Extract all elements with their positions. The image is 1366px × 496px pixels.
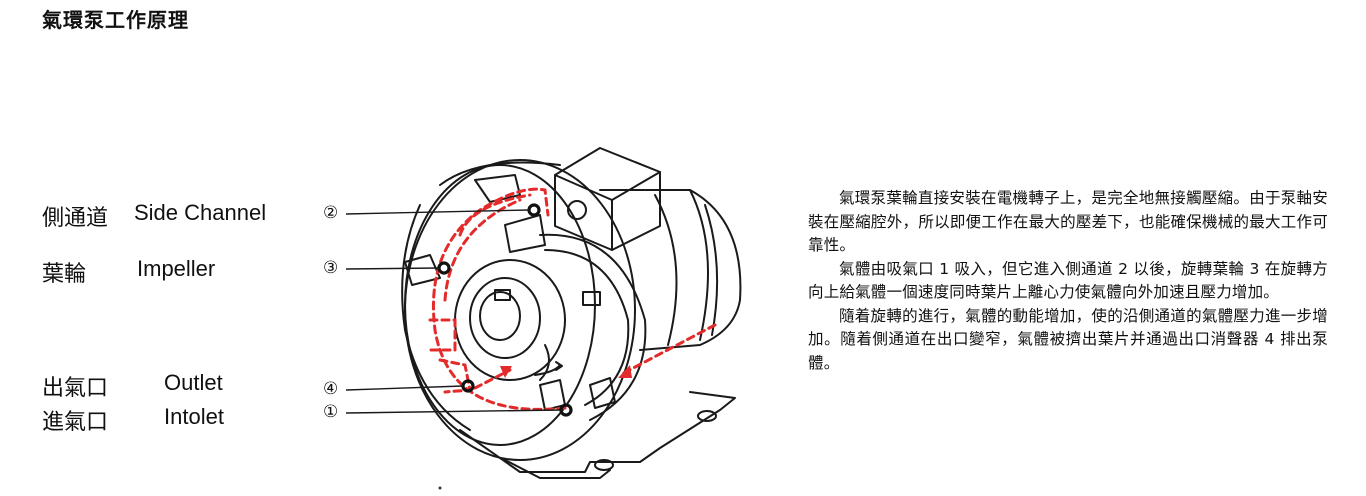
label-inlet-zh: 進氣口 <box>42 410 109 435</box>
description-paragraph-2: 氣體由吸氣口 1 吸入，但它進入側通道 2 以後，旋轉葉輪 3 在旋轉方向上給氣… <box>808 259 1328 302</box>
description-text: 氣環泵葉輪直接安裝在電機轉子上，是完全地無接觸壓縮。由于泵軸安裝在壓縮腔外，所以… <box>808 187 1328 375</box>
label-impeller: 葉輪 Impeller <box>42 256 215 288</box>
label-side-channel-zh: 側通道 <box>42 206 109 231</box>
callout-number-1: ① <box>323 402 339 422</box>
label-impeller-zh: 葉輪 <box>42 262 87 287</box>
description-paragraph-3: 隨着旋轉的進行，氣體的動能增加，使的沿側通道的氣體壓力進一步增加。隨着側通道在出… <box>808 306 1328 372</box>
label-inlet-en: Intolet <box>164 404 224 429</box>
label-inlet: 進氣口 Intolet <box>42 404 224 436</box>
description-paragraph-1: 氣環泵葉輪直接安裝在電機轉子上，是完全地無接觸壓縮。由于泵軸安裝在壓縮腔外，所以… <box>808 189 1328 254</box>
label-outlet-zh: 出氣口 <box>42 376 109 401</box>
label-outlet: 出氣口 Outlet <box>42 370 223 402</box>
label-side-channel: 側通道 Side Channel <box>42 200 266 232</box>
callout-number-3: ③ <box>323 258 339 278</box>
label-side-channel-en: Side Channel <box>134 200 267 225</box>
page-title: 氣環泵工作原理 <box>42 8 189 32</box>
callout-number-2: ② <box>323 203 339 223</box>
callout-number-4: ④ <box>323 379 339 399</box>
label-impeller-en: Impeller <box>137 256 216 281</box>
label-outlet-en: Outlet <box>164 370 223 395</box>
